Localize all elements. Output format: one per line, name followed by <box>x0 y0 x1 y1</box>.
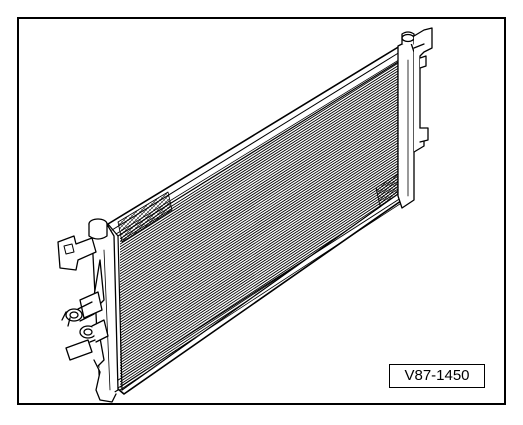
fin-line <box>120 135 398 319</box>
fin-line <box>120 74 398 254</box>
fin-line <box>120 187 398 373</box>
fin-line <box>120 82 398 263</box>
fin-line <box>120 141 398 325</box>
fin-line <box>120 182 398 368</box>
left-tank-bracket <box>57 218 119 403</box>
fin-mesh-left <box>117 191 173 243</box>
fin-line <box>120 146 398 330</box>
fin-line <box>120 153 398 338</box>
fin-line <box>120 130 398 314</box>
fin-line <box>120 133 398 317</box>
refrigerant-pipe-connections <box>61 291 109 343</box>
fin-line <box>120 192 398 379</box>
fin-line <box>120 100 398 281</box>
fin-line <box>120 110 398 292</box>
fin-line <box>120 123 398 306</box>
fin-line <box>120 92 398 273</box>
fin-line <box>120 107 398 290</box>
right-tank-bracket <box>397 27 433 209</box>
fin-line <box>120 171 398 357</box>
figure-code-label: V87-1450 <box>389 364 485 388</box>
fin-line <box>120 117 398 300</box>
fin-line <box>120 184 398 371</box>
fin-line <box>120 69 398 249</box>
fin-line <box>120 87 398 268</box>
fin-line <box>120 169 398 354</box>
fin-line <box>120 84 398 265</box>
fin-line <box>120 128 398 311</box>
condenser-core <box>107 45 409 395</box>
fin-line <box>120 164 398 349</box>
fin-line <box>120 94 398 276</box>
fin-line <box>120 66 398 246</box>
fin-line <box>120 148 398 333</box>
fin-line <box>120 120 398 303</box>
fin-line <box>120 105 398 287</box>
fin-line <box>120 138 398 322</box>
fin-line <box>120 102 398 284</box>
fin-line <box>120 143 398 327</box>
fin-line <box>120 125 398 308</box>
fin-line <box>120 112 398 295</box>
fin-line <box>120 179 398 365</box>
fin-line <box>120 89 398 271</box>
fin-line <box>120 166 398 352</box>
fin-line <box>120 151 398 335</box>
fin-line <box>120 115 398 298</box>
fin-line <box>120 79 398 260</box>
fin-line <box>120 71 398 252</box>
fin-line <box>120 189 398 376</box>
fin-line <box>120 176 398 362</box>
fin-line <box>120 156 398 341</box>
fin-line <box>120 174 398 360</box>
fin-line <box>120 159 398 344</box>
fin-line <box>120 97 398 279</box>
fin-line <box>120 161 398 346</box>
fin-line <box>120 76 398 257</box>
